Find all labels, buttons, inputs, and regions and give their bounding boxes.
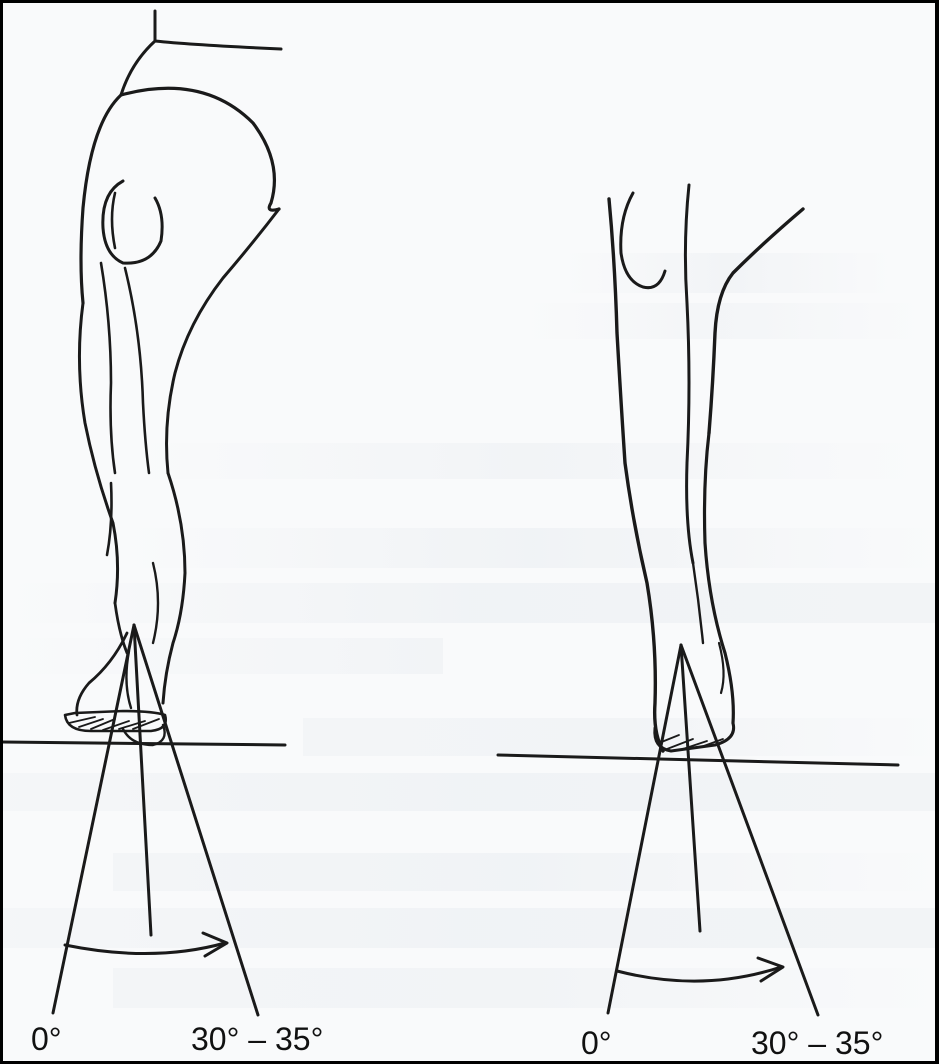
left-leg-drawing [3,11,285,1015]
right-leg-drawing [498,185,898,1015]
right-angle-start-label: 0° [581,1027,612,1059]
left-angle-start-label: 0° [31,1023,62,1055]
line-drawing [3,3,939,1064]
left-angle-end-label: 30° – 35° [191,1023,323,1055]
right-angle-end-label: 30° – 35° [751,1027,883,1059]
